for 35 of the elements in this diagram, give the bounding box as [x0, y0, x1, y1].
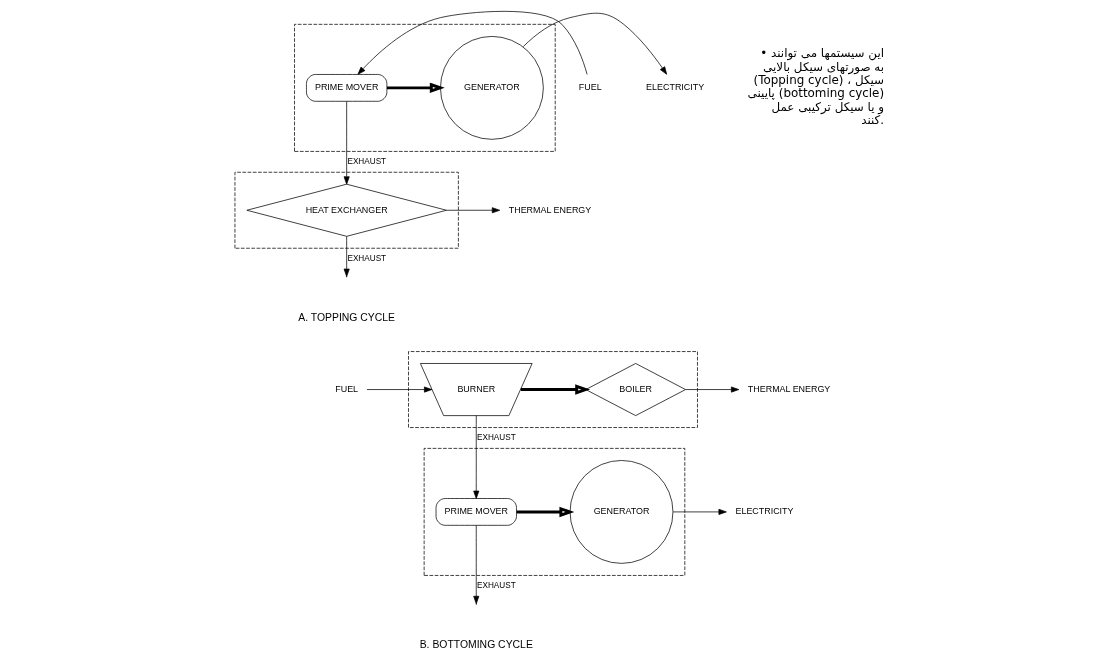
- arrow: [473, 524, 480, 605]
- node-text: FUEL: [335, 383, 359, 394]
- node-diamond: HEAT EXCHANGER: [246, 183, 447, 237]
- node-text: FUEL: [578, 82, 602, 93]
- edge-label: EXHAUST: [347, 156, 387, 166]
- label: • این سیستمها می توانند به صورتهای سیکل بالایی (Topping cycle) ، سیکل پایینی (bottoming cycle) و یا سیکل ترکیبی عمل کنند.: [747, 46, 885, 128]
- arrow: [516, 506, 575, 518]
- arrow: [685, 386, 740, 393]
- cluster: [408, 351, 698, 428]
- arrow: [366, 386, 433, 393]
- label: A. TOPPING CYCLE: [298, 311, 396, 323]
- cluster: [234, 171, 459, 249]
- arrow: [343, 100, 350, 185]
- arrow: [357, 10, 588, 75]
- node-box: PRIME MOVER: [306, 74, 388, 102]
- edge-label: EXHAUST: [347, 253, 387, 263]
- cluster: [423, 448, 686, 576]
- edge-label: EXHAUST: [477, 433, 516, 443]
- node-text: THERMAL ENERGY: [747, 383, 831, 394]
- label: B. BOTTOMING CYCLE: [419, 639, 533, 651]
- node-circle: GENERATOR: [569, 460, 674, 564]
- arrow: [473, 415, 480, 499]
- arrow: [522, 12, 668, 75]
- arrow: [446, 207, 501, 214]
- edge-label: EXHAUST: [477, 580, 516, 590]
- node-diamond: BOILER: [585, 363, 686, 416]
- node-text: ELECTRICITY: [735, 506, 794, 517]
- arrow: [386, 82, 445, 94]
- arrow: [672, 508, 727, 515]
- node-circle: GENERATOR: [440, 36, 544, 140]
- node-text: THERMAL ENERGY: [508, 204, 592, 215]
- cluster: [294, 23, 556, 152]
- node-box: PRIME MOVER: [435, 498, 517, 526]
- arrow: [520, 384, 591, 395]
- node-text: ELECTRICITY: [646, 82, 705, 93]
